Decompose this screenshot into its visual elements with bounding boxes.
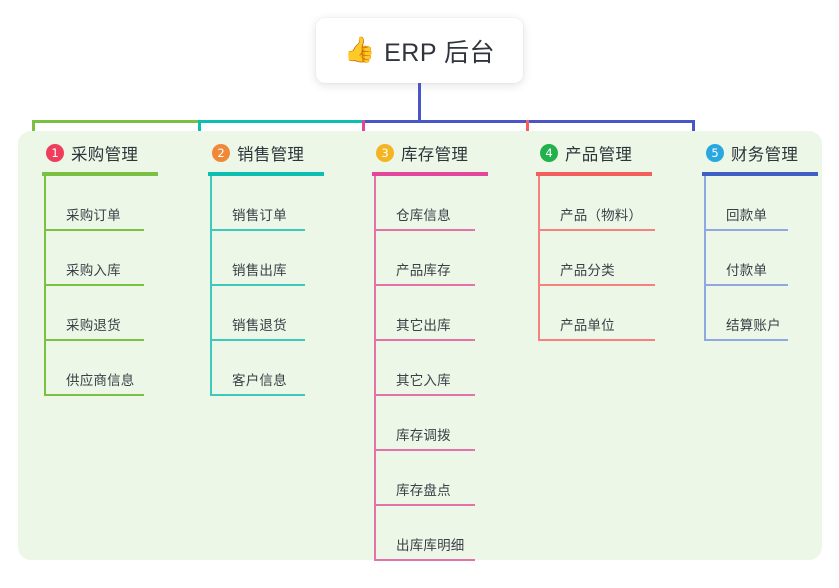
leaf-item-label: 销售出库	[232, 263, 287, 278]
bus-segment-2	[198, 120, 365, 123]
column-3: 3 库存管理仓库信息产品库存其它出库其它入库库存调拨库存盘点出库库明细	[360, 140, 488, 561]
column-index-badge: 1	[46, 144, 64, 162]
column-items: 销售订单销售出库销售退货客户信息	[210, 176, 324, 396]
leaf-item[interactable]: 销售退货	[210, 286, 305, 341]
leaf-item[interactable]: 仓库信息	[374, 176, 475, 231]
leaf-item-label: 结算账户	[726, 318, 781, 333]
leaf-item-label: 产品（物料）	[560, 208, 643, 223]
leaf-item[interactable]: 采购入库	[44, 231, 144, 286]
root-trunk-line	[418, 83, 421, 123]
column-header-2[interactable]: 2 销售管理	[196, 140, 324, 166]
leaf-item-label: 库存盘点	[396, 483, 451, 498]
column-index-badge: 2	[212, 144, 230, 162]
leaf-item-label: 其它出库	[396, 318, 451, 333]
column-header-4[interactable]: 4 产品管理	[524, 140, 655, 166]
column-header-rule	[536, 172, 652, 176]
column-items: 采购订单采购入库采购退货供应商信息	[44, 176, 158, 396]
column-index-badge: 4	[540, 144, 558, 162]
leaf-item[interactable]: 采购订单	[44, 176, 144, 231]
leaf-item-label: 产品单位	[560, 318, 615, 333]
column-index-badge: 3	[376, 144, 394, 162]
leaf-item[interactable]: 产品（物料）	[538, 176, 655, 231]
leaf-item[interactable]: 回款单	[704, 176, 788, 231]
leaf-item[interactable]: 库存调拨	[374, 396, 475, 451]
leaf-item[interactable]: 销售订单	[210, 176, 305, 231]
column-4: 4 产品管理产品（物料） 产品分类产品单位	[524, 140, 655, 341]
leaf-item[interactable]: 出库库明细	[374, 506, 475, 561]
leaf-item[interactable]: 其它入库	[374, 341, 475, 396]
leaf-item[interactable]: 其它出库	[374, 286, 475, 341]
bus-segment-1	[32, 120, 201, 123]
column-header-rule	[42, 172, 158, 176]
leaf-item-label: 产品库存	[396, 263, 451, 278]
leaf-item[interactable]: 产品库存	[374, 231, 475, 286]
leaf-item-label: 产品分类	[560, 263, 615, 278]
column-header-3[interactable]: 3 库存管理	[360, 140, 488, 166]
leaf-item[interactable]: 结算账户	[704, 286, 788, 341]
column-items: 回款单付款单结算账户	[704, 176, 818, 341]
leaf-item-label: 采购订单	[66, 208, 121, 223]
branch-panel	[18, 131, 822, 560]
leaf-item[interactable]: 产品单位	[538, 286, 655, 341]
leaf-item-label: 回款单	[726, 208, 768, 223]
column-title: 采购管理	[71, 146, 139, 164]
leaf-item-label: 采购退货	[66, 318, 121, 333]
column-title: 库存管理	[401, 146, 469, 164]
root-node-title: ERP 后台	[384, 38, 496, 67]
leaf-item-label: 供应商信息	[66, 373, 135, 388]
column-header-5[interactable]: 5 财务管理	[690, 140, 818, 166]
leaf-item[interactable]: 付款单	[704, 231, 788, 286]
column-items: 产品（物料） 产品分类产品单位	[538, 176, 655, 341]
column-title: 财务管理	[731, 146, 799, 164]
leaf-item-label: 库存调拨	[396, 428, 451, 443]
bus-segment-4	[526, 120, 695, 123]
thumbs-up-icon: 👍	[343, 36, 376, 64]
column-title: 产品管理	[565, 146, 633, 164]
leaf-item-label: 采购入库	[66, 263, 121, 278]
leaf-item[interactable]: 采购退货	[44, 286, 144, 341]
leaf-item[interactable]: 供应商信息	[44, 341, 144, 396]
column-2: 2 销售管理销售订单销售出库销售退货客户信息	[196, 140, 324, 396]
column-header-rule	[208, 172, 324, 176]
leaf-item-label: 其它入库	[396, 373, 451, 388]
column-title: 销售管理	[237, 146, 305, 164]
leaf-item-label: 出库库明细	[396, 538, 465, 553]
leaf-item-label: 销售订单	[232, 208, 287, 223]
leaf-item[interactable]: 销售出库	[210, 231, 305, 286]
bus-segment-3	[362, 120, 529, 123]
column-5: 5 财务管理回款单付款单结算账户	[690, 140, 818, 341]
leaf-item-label: 客户信息	[232, 373, 287, 388]
leaf-item[interactable]: 库存盘点	[374, 451, 475, 506]
leaf-item[interactable]: 产品分类	[538, 231, 655, 286]
leaf-item-label: 销售退货	[232, 318, 287, 333]
leaf-item-label: 付款单	[726, 263, 768, 278]
leaf-item-label: 仓库信息	[396, 208, 451, 223]
column-header-rule	[702, 172, 818, 176]
leaf-item[interactable]: 客户信息	[210, 341, 305, 396]
column-index-badge: 5	[706, 144, 724, 162]
column-1: 1 采购管理采购订单采购入库采购退货供应商信息	[30, 140, 158, 396]
column-header-rule	[372, 172, 488, 176]
root-node[interactable]: 👍 ERP 后台	[316, 18, 523, 83]
column-items: 仓库信息产品库存其它出库其它入库库存调拨库存盘点出库库明细	[374, 176, 488, 561]
column-header-1[interactable]: 1 采购管理	[30, 140, 158, 166]
